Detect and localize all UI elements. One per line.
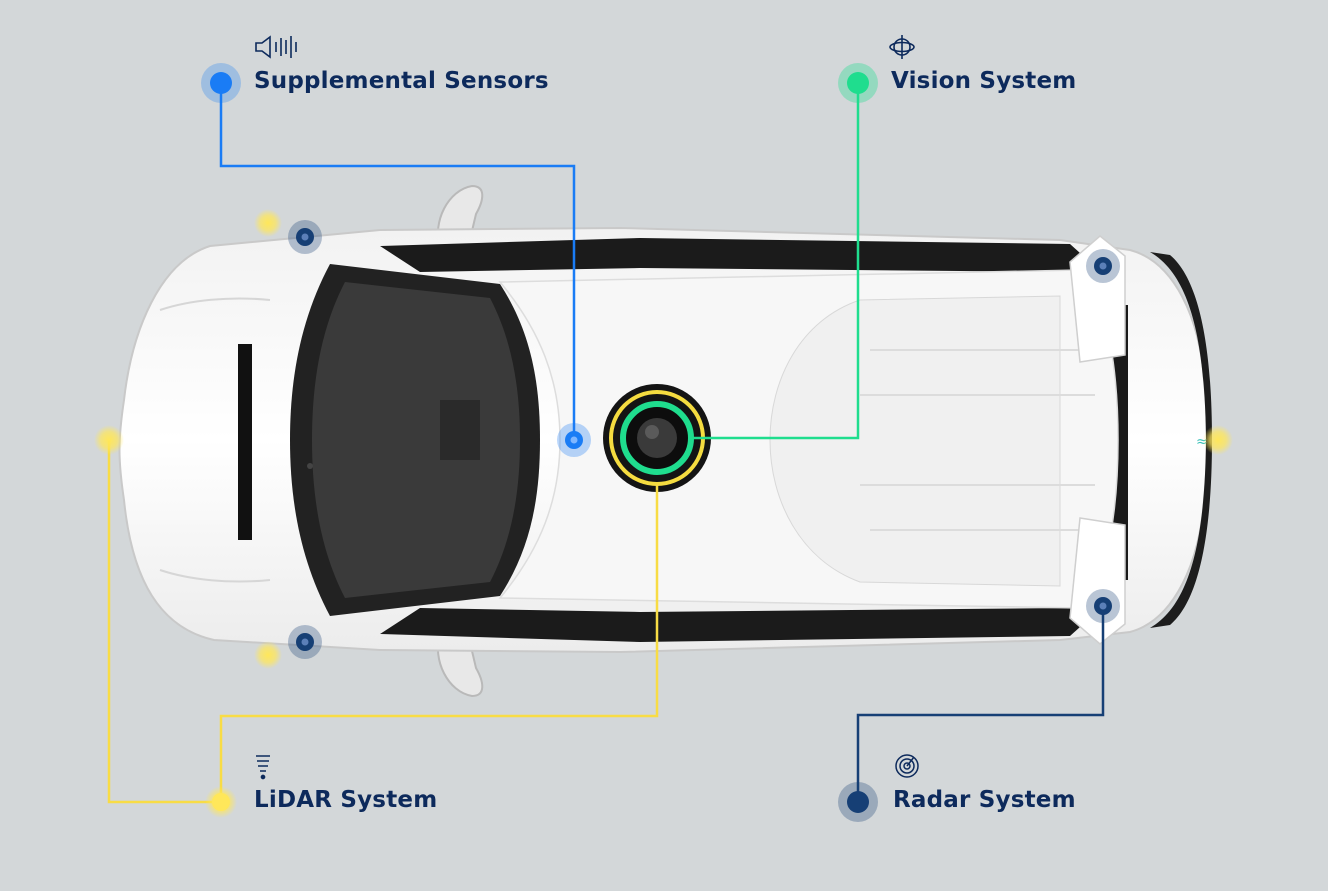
lidar-sensor-front-left	[254, 209, 282, 237]
rear-pod-bottom	[1069, 517, 1126, 645]
radar-sensor-front-right	[288, 625, 322, 659]
car-top-view: ≈	[118, 184, 1212, 698]
dashboard-detail	[440, 400, 480, 460]
supplemental-sensors-label: Supplemental Sensors	[254, 68, 549, 94]
rear-slot	[1112, 305, 1128, 580]
lidar-legend-dot	[205, 786, 237, 818]
radar-sensor-rear-right	[1086, 589, 1120, 623]
lidar-system-label: LiDAR System	[254, 787, 438, 813]
hood-crease-bottom	[159, 569, 271, 583]
side-window-top	[380, 238, 1090, 272]
lidar-sensor-rear	[1203, 425, 1233, 455]
roof-lidar-dome	[603, 384, 711, 492]
radar-target-icon	[895, 754, 919, 778]
radar-legend-dot	[838, 782, 878, 822]
hood-slot	[238, 344, 252, 540]
lidar-connector	[219, 484, 659, 800]
supplemental-legend-dot	[201, 63, 241, 103]
radar-system-label: Radar System	[893, 787, 1076, 813]
vision-system-label: Vision System	[891, 68, 1077, 94]
vision-legend-dot	[838, 63, 878, 103]
lidar-sensor-front-right	[254, 641, 282, 669]
rear-logo: ≈	[1196, 434, 1208, 450]
lidar-side-connector	[107, 440, 221, 804]
supplemental-connector	[219, 83, 576, 440]
radar-sensor-rear-left	[1086, 249, 1120, 283]
speaker-waves-icon	[255, 35, 297, 59]
vision-connector	[690, 83, 860, 440]
vision-orbit-icon	[889, 35, 915, 59]
radar-connector	[856, 606, 1105, 802]
lidar-sensor-front	[94, 425, 124, 455]
hood-emblem	[307, 463, 313, 469]
roof-ridges	[860, 349, 1095, 531]
roof-panel	[769, 295, 1061, 587]
supplemental-sensor-roof	[557, 423, 591, 457]
lidar-beams-icon	[256, 755, 270, 780]
hood-crease-top	[159, 297, 271, 311]
side-window-bottom	[380, 608, 1090, 642]
windshield-glass	[312, 282, 520, 598]
radar-sensor-front-left	[288, 220, 322, 254]
